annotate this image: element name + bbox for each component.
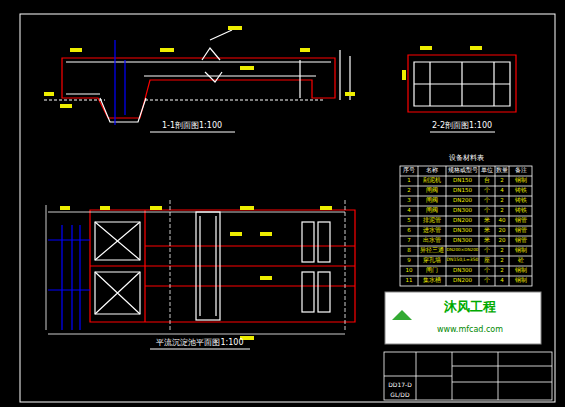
table-cell: DN150: [453, 188, 472, 194]
table-cell: 9: [407, 258, 411, 264]
table-cell: 闸阀: [426, 208, 438, 214]
table-cell: DN150,L=350: [447, 258, 479, 263]
table-cell: 铸铁: [515, 188, 527, 194]
table-cell: 20: [499, 238, 506, 244]
table-cell: 3: [407, 198, 411, 204]
table-cell: 异径三通: [420, 248, 444, 254]
table-cell: 5: [407, 218, 411, 224]
table-cell: DN300: [453, 208, 472, 214]
table-cell: DN200: [453, 218, 472, 224]
table-cell: DN200: [453, 278, 472, 284]
table-cell: DN150: [453, 178, 472, 184]
table-cell: DN200×DN200: [447, 248, 479, 252]
table-cell: 8: [407, 248, 411, 254]
table-cell: DN300: [453, 228, 472, 234]
table-cell: 2: [407, 188, 411, 194]
table-cell: 钢制: [515, 178, 527, 184]
table-cell: 钢管: [515, 228, 527, 234]
table-cell: 进水管: [423, 228, 441, 234]
table-cell: 个: [484, 268, 490, 274]
table-cell: 2: [500, 208, 504, 214]
table-cell: 铸铁: [515, 208, 527, 214]
title-block-text: GL/DD: [390, 392, 409, 398]
table-cell: 米: [484, 228, 490, 234]
table-cell: 排泥管: [423, 218, 441, 224]
table-cell: 4: [407, 208, 411, 214]
watermark: 沐风工程: [444, 300, 496, 313]
table-cell: 台: [484, 178, 490, 184]
table-cell: 个: [484, 208, 490, 214]
table-cell: 穿孔墙: [423, 258, 441, 264]
label-title: 1-1剖面图1:100: [162, 122, 222, 130]
table-cell: 个: [484, 198, 490, 204]
table-cell: 钢管: [515, 218, 527, 224]
table-cell: 规格或型号: [448, 168, 478, 174]
watermark-url: www.mfcad.com: [437, 326, 503, 334]
table-cell: 2: [500, 248, 504, 254]
table-cell: 4: [500, 188, 504, 194]
table-cell: 米: [484, 238, 490, 244]
table-cell: 10: [406, 268, 413, 274]
table-cell: 个: [484, 278, 490, 284]
title-block-text: DD17-D: [388, 382, 412, 388]
table-cell: 2: [500, 178, 504, 184]
table-cell: 座: [484, 258, 490, 264]
table-cell: 备注: [515, 168, 527, 174]
table-cell: DN300: [453, 238, 472, 244]
table-cell: 2: [500, 198, 504, 204]
table-cell: 数量: [496, 168, 508, 174]
table-title: 设备材料表: [449, 155, 484, 162]
table-cell: 出水管: [423, 238, 441, 244]
table-cell: 钢制: [515, 278, 527, 284]
table-cell: 米: [484, 218, 490, 224]
table-cell: 2: [500, 258, 504, 264]
table-cell: 1: [407, 178, 411, 184]
table-cell: 铸铁: [515, 198, 527, 204]
table-cell: DN300: [453, 268, 472, 274]
table-cell: DN200: [453, 198, 472, 204]
table-cell: 20: [499, 228, 506, 234]
table-cell: 闸阀: [426, 188, 438, 194]
table-cell: 40: [499, 218, 506, 224]
table-cell: 7: [407, 238, 411, 244]
table-cell: 2: [500, 268, 504, 274]
table-cell: 序号: [403, 168, 415, 174]
table-cell: 钢制: [515, 268, 527, 274]
table-cell: 集水槽: [423, 278, 441, 284]
table-cell: 钢制: [515, 248, 527, 254]
table-cell: 个: [484, 248, 490, 254]
table-cell: 11: [406, 278, 413, 284]
table-cell: 单位: [481, 168, 493, 174]
table-cell: 名称: [426, 168, 438, 174]
table-cell: 个: [484, 188, 490, 194]
label-title: 2-2剖面图1:100: [432, 122, 492, 130]
table-cell: 闸门: [426, 268, 438, 274]
table-cell: 钢管: [515, 238, 527, 244]
plan-title: 平流沉淀池平面图1:100: [156, 339, 243, 347]
table-cell: 6: [407, 228, 411, 234]
table-cell: 刮泥机: [423, 178, 441, 184]
table-cell: 砼: [518, 258, 524, 264]
table-cell: 4: [500, 278, 504, 284]
table-cell: 闸阀: [426, 198, 438, 204]
